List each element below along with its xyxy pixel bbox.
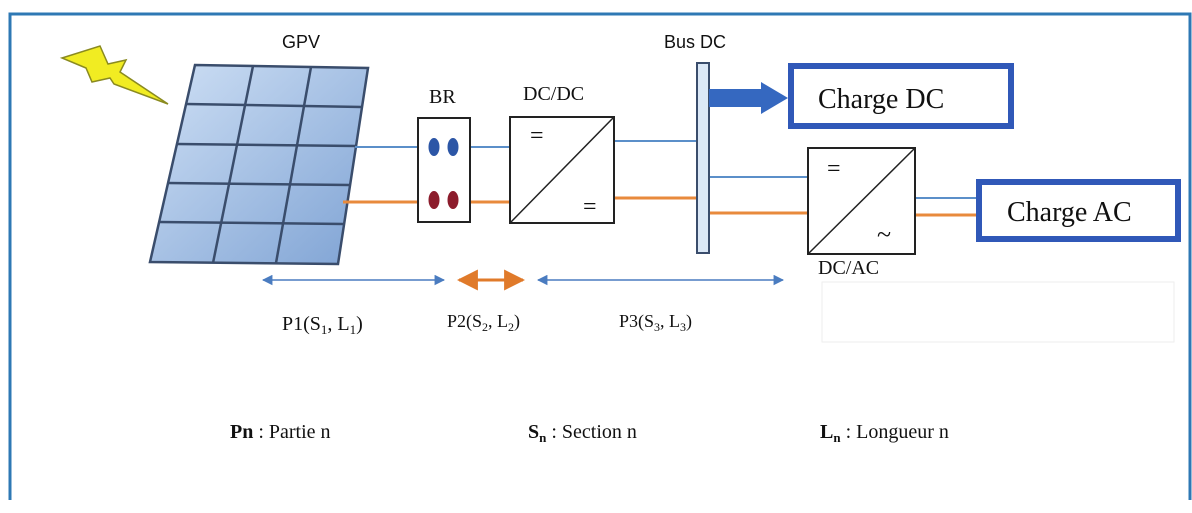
charge-dc-box (788, 63, 1014, 129)
legend-sn: Sn : Section n (528, 421, 637, 445)
dcdc-input-symbol: = (530, 123, 544, 149)
br-label: BR (429, 86, 456, 108)
dcac-input-symbol: = (827, 156, 841, 182)
br-block (417, 117, 471, 223)
charge-ac-box (976, 179, 1181, 242)
p1-label: P1(S1, L1) (282, 313, 363, 337)
blank-area (821, 281, 1175, 343)
charge-ac-label: Charge AC (1007, 197, 1132, 228)
diagram-frame (8, 12, 1192, 500)
charge-dc-arrow (709, 82, 788, 114)
wires (343, 140, 977, 217)
gpv-label: GPV (282, 32, 320, 52)
legend-ln: Ln : Longueur n (820, 421, 949, 445)
dcac-label: DC/AC (818, 257, 879, 279)
dcac-inverter (807, 147, 916, 255)
pv-panel (148, 63, 370, 266)
p3-label: P3(S3, L3) (619, 311, 692, 334)
dcdc-label: DC/DC (523, 83, 584, 105)
dcdc-converter (509, 116, 615, 224)
dcdc-output-symbol: = (583, 194, 597, 220)
dcac-output-symbol: ~ (877, 220, 891, 249)
lightning-icon (59, 45, 169, 105)
legend-pn: Pn : Partie n (230, 421, 331, 443)
bus-dc-bar (696, 62, 710, 254)
charge-dc-label: Charge DC (818, 84, 944, 115)
bus-dc-label: Bus DC (664, 32, 726, 52)
p2-label: P2(S2, L2) (447, 311, 520, 334)
